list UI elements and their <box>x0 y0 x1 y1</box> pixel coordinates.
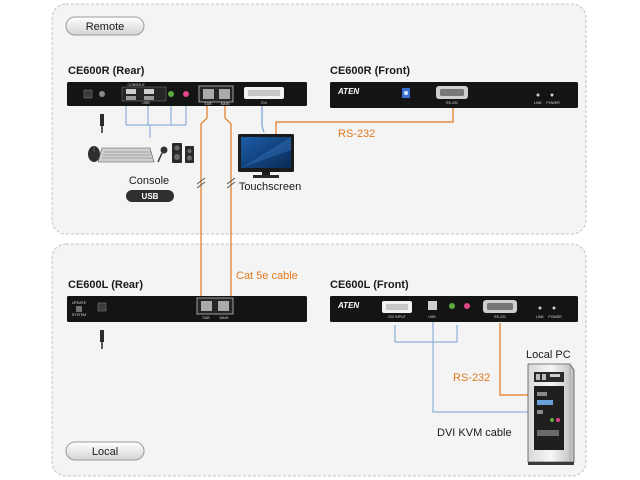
svg-text:SUB: SUB <box>204 102 212 106</box>
remote-zone-label: Remote <box>65 16 145 36</box>
ce600l-front-title: CE600L (Front) <box>330 279 409 291</box>
rs232-remote-cable <box>275 103 454 134</box>
rs232-remote-label: RS-232 <box>338 128 375 140</box>
svg-text:RS-232: RS-232 <box>494 315 506 319</box>
ce600r-rear-device: CONSOLE USB SUB MAIN DVI <box>67 82 307 106</box>
svg-text:Remote: Remote <box>86 21 125 33</box>
usb-badge: USB <box>126 190 174 202</box>
microphone-icon <box>157 146 168 163</box>
console-label: Console <box>129 175 169 187</box>
svg-text:SUB: SUB <box>202 316 210 320</box>
mouse-icon <box>88 146 100 162</box>
local-pc-label: Local PC <box>526 349 571 361</box>
svg-text:USB: USB <box>428 315 436 319</box>
svg-text:RS-232: RS-232 <box>446 101 458 105</box>
dvi-kvm-label: DVI KVM cable <box>437 427 512 439</box>
ce600r-rear-title: CE600R (Rear) <box>68 65 145 77</box>
svg-text:DVI: DVI <box>261 101 267 105</box>
keyboard-icon <box>97 147 155 163</box>
touchscreen-icon <box>238 134 294 178</box>
svg-text:MAIN: MAIN <box>221 102 230 106</box>
cable-break-marks <box>196 177 236 189</box>
svg-text:CONSOLE: CONSOLE <box>127 83 145 87</box>
svg-text:DVI INPUT: DVI INPUT <box>388 315 406 319</box>
svg-text:Local: Local <box>92 446 118 458</box>
power-plug-icon <box>100 114 104 133</box>
ce600r-front-title: CE600R (Front) <box>330 65 410 77</box>
svg-text:LINK: LINK <box>534 101 542 105</box>
svg-text:SYSTEM: SYSTEM <box>72 313 86 317</box>
dvi-touchscreen-cable <box>261 105 265 133</box>
cat5e-label: Cat 5e cable <box>236 270 298 282</box>
local-pc-tower-icon <box>527 363 575 465</box>
svg-text:ATEN: ATEN <box>337 87 359 96</box>
speakers-icon <box>172 143 194 163</box>
local-zone-label: Local <box>65 441 145 461</box>
ce600r-front-device: ATEN RS-232 LINK POWER <box>330 82 578 108</box>
svg-text:LINK: LINK <box>536 315 544 319</box>
rs232-local-label: RS-232 <box>453 372 490 384</box>
power-plug-icon <box>100 330 104 349</box>
svg-text:POWER: POWER <box>546 101 560 105</box>
ce600l-front-device: ATEN DVI INPUT USB RS-232 LINK POWER <box>330 296 578 322</box>
svg-text:POWER: POWER <box>548 315 562 319</box>
svg-text:USB: USB <box>142 192 159 201</box>
rs232-local-cable <box>499 323 528 396</box>
ce600l-rear-device: UPDATE SYSTEM SUB MAIN <box>67 296 307 322</box>
svg-text:USB: USB <box>142 101 150 105</box>
touchscreen-label: Touchscreen <box>239 181 301 193</box>
dvi-kvm-cable <box>394 322 528 413</box>
ce600l-rear-title: CE600L (Rear) <box>68 279 143 291</box>
svg-text:ATEN: ATEN <box>337 301 359 310</box>
remote-zone <box>51 3 587 235</box>
svg-text:MAIN: MAIN <box>220 316 229 320</box>
svg-text:UPDATE: UPDATE <box>72 301 87 305</box>
